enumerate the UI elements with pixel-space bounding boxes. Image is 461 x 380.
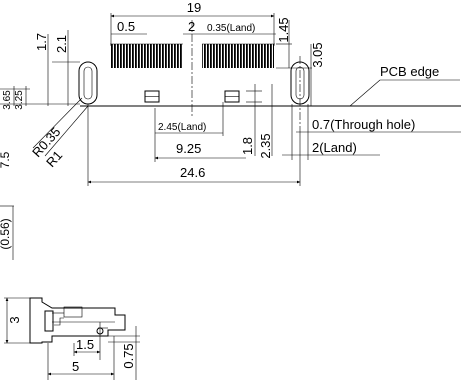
dim-1-45-label: 1.45 [276, 17, 291, 42]
through-hole-slot-right [290, 61, 310, 105]
dim-2-1-label: 2.1 [54, 35, 69, 53]
land-2-45-label: 2.45(Land) [158, 122, 206, 133]
connector-latch [44, 310, 54, 332]
land-0-35-label: 0.35(Land) [207, 23, 255, 34]
dim-19-label: 19 [187, 0, 201, 15]
dim-1-8-label: 1.8 [240, 137, 255, 155]
dim-1-7-label: 1.7 [34, 33, 49, 51]
leader-r0-35 [32, 97, 83, 149]
pcb-edge-leader [349, 79, 381, 107]
land-2-label: 2(Land) [312, 140, 357, 155]
through-hole-slot-left-inner [83, 66, 93, 100]
pad-row-left [111, 44, 183, 68]
dim-2-label: 2 [188, 19, 195, 34]
dim-0-5-label: 0.5 [117, 19, 135, 34]
dim-3-65-label: 3.65 [2, 90, 13, 110]
pad-row-right [202, 44, 274, 68]
dim-5-label: 5 [72, 359, 79, 374]
side-profile-view: 3 1.5 5 0.75 [4, 297, 140, 380]
dim-0-75-label: 0.75 [121, 343, 136, 368]
through-hole-slot-left [78, 61, 98, 105]
dim-1-5-label: 1.5 [76, 337, 94, 352]
dim-7-5-label: 7.5 [0, 151, 12, 168]
dim-3-05-label: 3.05 [310, 42, 325, 67]
dim-9-25-label: 9.25 [176, 141, 201, 156]
dim-2-35-label: 2.35 [258, 133, 273, 158]
connector-contact [54, 317, 64, 326]
pcb-edge-label: PCB edge [380, 64, 439, 79]
connector-profile-outline [29, 297, 126, 344]
connector-top-window [63, 306, 83, 318]
dim-3-label: 3 [7, 316, 22, 323]
dim-3-25-label: 3.25 [14, 90, 25, 110]
dim-24-6-label: 24.6 [180, 165, 205, 180]
leader-r1 [44, 105, 89, 157]
dim-0-56-label: (0.56) [0, 218, 12, 249]
through-hole-label: 0.7(Through hole) [312, 117, 415, 132]
land-pattern-view: 19 0.5 2 0.35(Land) 1.45 3.05 1.7 2.1 3.… [0, 0, 461, 260]
